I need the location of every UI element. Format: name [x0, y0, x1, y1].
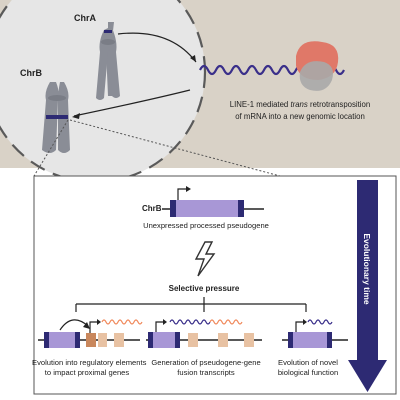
chromosome-b: [42, 82, 70, 153]
outcome1-line1: Evolution into regulatory elements: [32, 358, 147, 367]
branch-connector: [75, 297, 307, 312]
evolutionary-time-label: Evolutionary time: [362, 233, 372, 305]
selective-pressure-label: Selective pressure: [168, 284, 240, 293]
zoom-line-right: [69, 119, 281, 177]
retrotransposition-caption: LINE-1 mediated trans retrotransposition…: [224, 99, 376, 123]
chromosome-a: [96, 22, 120, 100]
outcome-novel-caption: Evolution of novel biological function: [266, 358, 350, 378]
outcome3-line2: biological function: [277, 368, 339, 377]
outcome-fusion-caption: Generation of pseudogene-gene fusion tra…: [148, 358, 264, 378]
outcome-novel-function-locus: [282, 319, 348, 348]
chrA-label: ChrA: [74, 13, 96, 23]
nucleus-boundary: [0, 0, 207, 184]
outcome1-line2: to impact proximal genes: [44, 368, 130, 377]
unexpressed-pseudogene-locus: [162, 186, 264, 217]
outcome-regulatory-locus: [38, 319, 143, 348]
insertion-arrow: [73, 89, 191, 117]
outcome-regulatory-caption: Evolution into regulatory elements to im…: [32, 358, 146, 378]
zoom-line-left: [33, 119, 69, 177]
export-arrowhead: [190, 55, 196, 62]
outcome3-line1: Evolution of novel: [278, 358, 338, 367]
retro-line1: LINE-1 mediated: [229, 100, 289, 109]
chrB-locus-label: ChrB: [142, 204, 162, 213]
outcome-fusion-locus: [146, 319, 262, 348]
evolutionary-time-arrow: [348, 180, 387, 392]
chrB-label: ChrB: [20, 68, 42, 78]
outcome2-line1: Generation of pseudogene-gene: [151, 358, 261, 367]
export-arrow: [117, 32, 197, 63]
unexpressed-pseudogene-label: Unexpressed processed pseudogene: [143, 221, 269, 230]
retro-line2: of mRNA into a new genomic location: [235, 112, 365, 121]
ribosome-icon: [296, 41, 339, 91]
insertion-arrowhead: [72, 113, 80, 119]
retro-line1-end: retrotransposition: [309, 100, 371, 109]
outcome2-line2: fusion transcripts: [177, 368, 235, 377]
retro-italic: trans: [290, 100, 308, 109]
lightning-bolt-icon: [194, 241, 216, 277]
